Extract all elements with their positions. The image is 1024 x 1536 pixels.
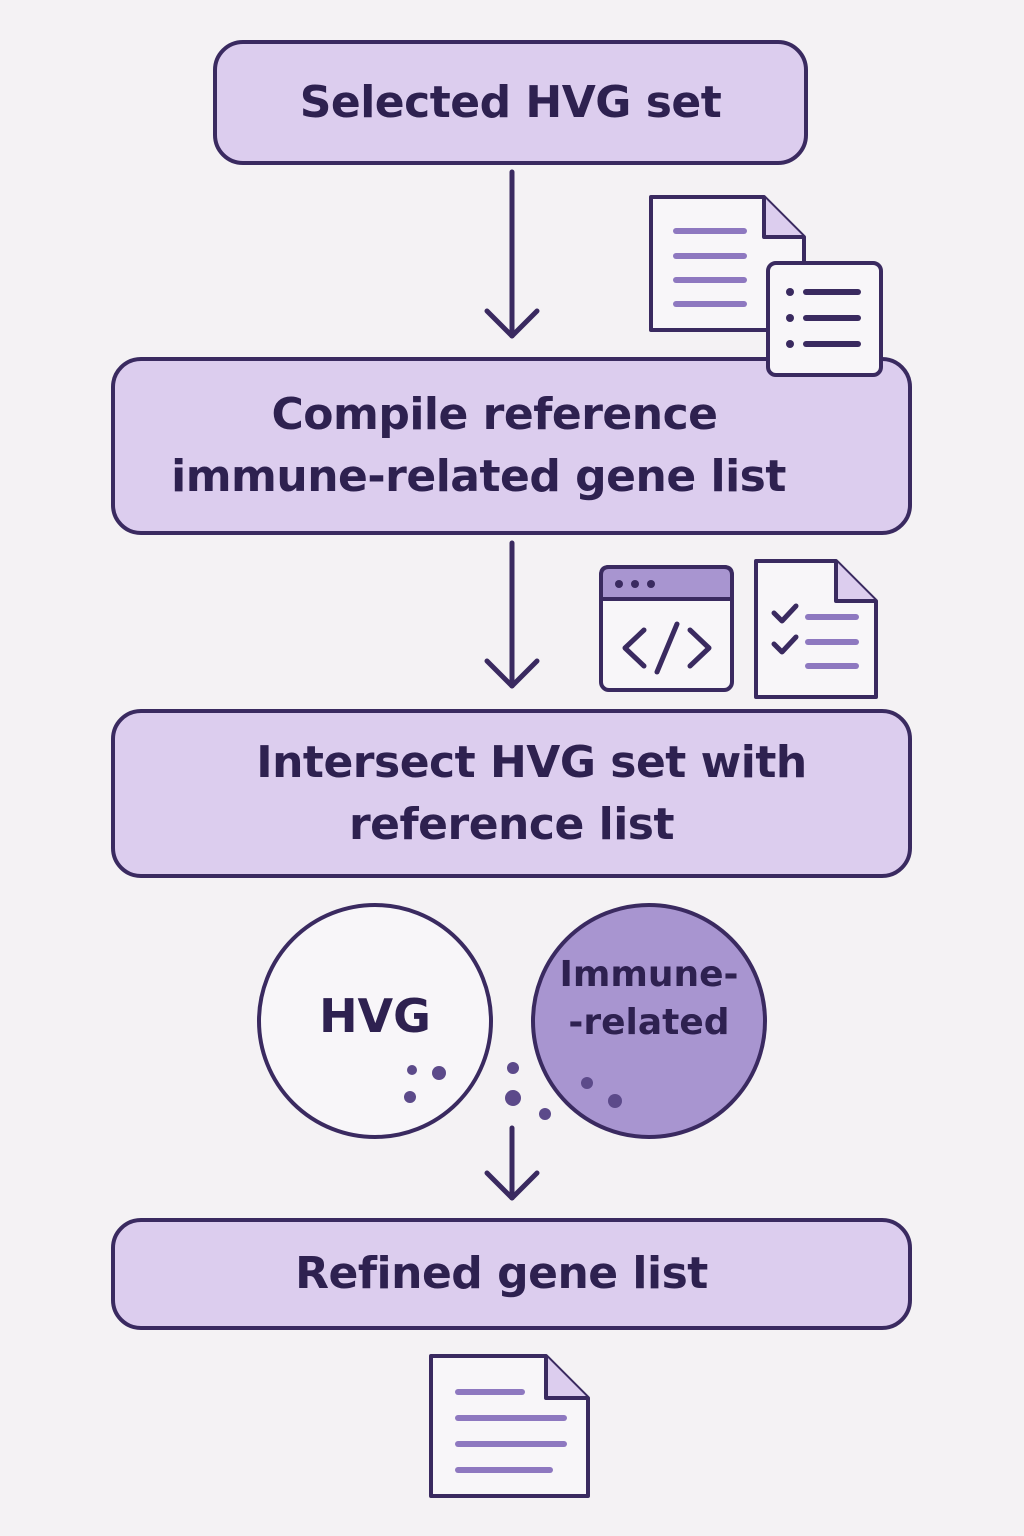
arrow-down-2 — [484, 540, 540, 689]
hvg-set-label: HVG — [319, 989, 431, 1043]
immune-set-label-line-1: Immune- — [559, 954, 739, 995]
document-icon — [429, 1354, 590, 1498]
documents-icon — [649, 195, 806, 332]
arrow-down-1 — [484, 169, 540, 339]
arrow-down-3 — [484, 1125, 540, 1201]
immune-set-label-line-2: -related — [568, 1002, 730, 1043]
step-4-label: Refined gene list — [295, 1248, 708, 1299]
hvg-set-circle: HVG — [257, 903, 493, 1139]
step-compile-reference-list: Compile reference immune-related gene li… — [111, 357, 912, 535]
code-window-icon — [599, 565, 734, 692]
step-refined-gene-list: Refined gene list — [111, 1218, 912, 1330]
step-3-label-line-2: reference list — [348, 798, 675, 850]
step-intersect-sets: Intersect HVG set with reference list — [111, 709, 912, 878]
step-2-label-line-2: immune-related gene list — [171, 451, 786, 502]
step-selected-hvg-set: Selected HVG set — [213, 40, 808, 165]
checklist-icon — [754, 559, 878, 699]
step-2-label-line-1: Compile reference — [271, 389, 718, 440]
step-3-label-line-1: Intersect HVG set with — [256, 736, 807, 788]
immune-related-set-circle: Immune- -related — [531, 903, 767, 1139]
step-1-label: Selected HVG set — [299, 76, 722, 128]
